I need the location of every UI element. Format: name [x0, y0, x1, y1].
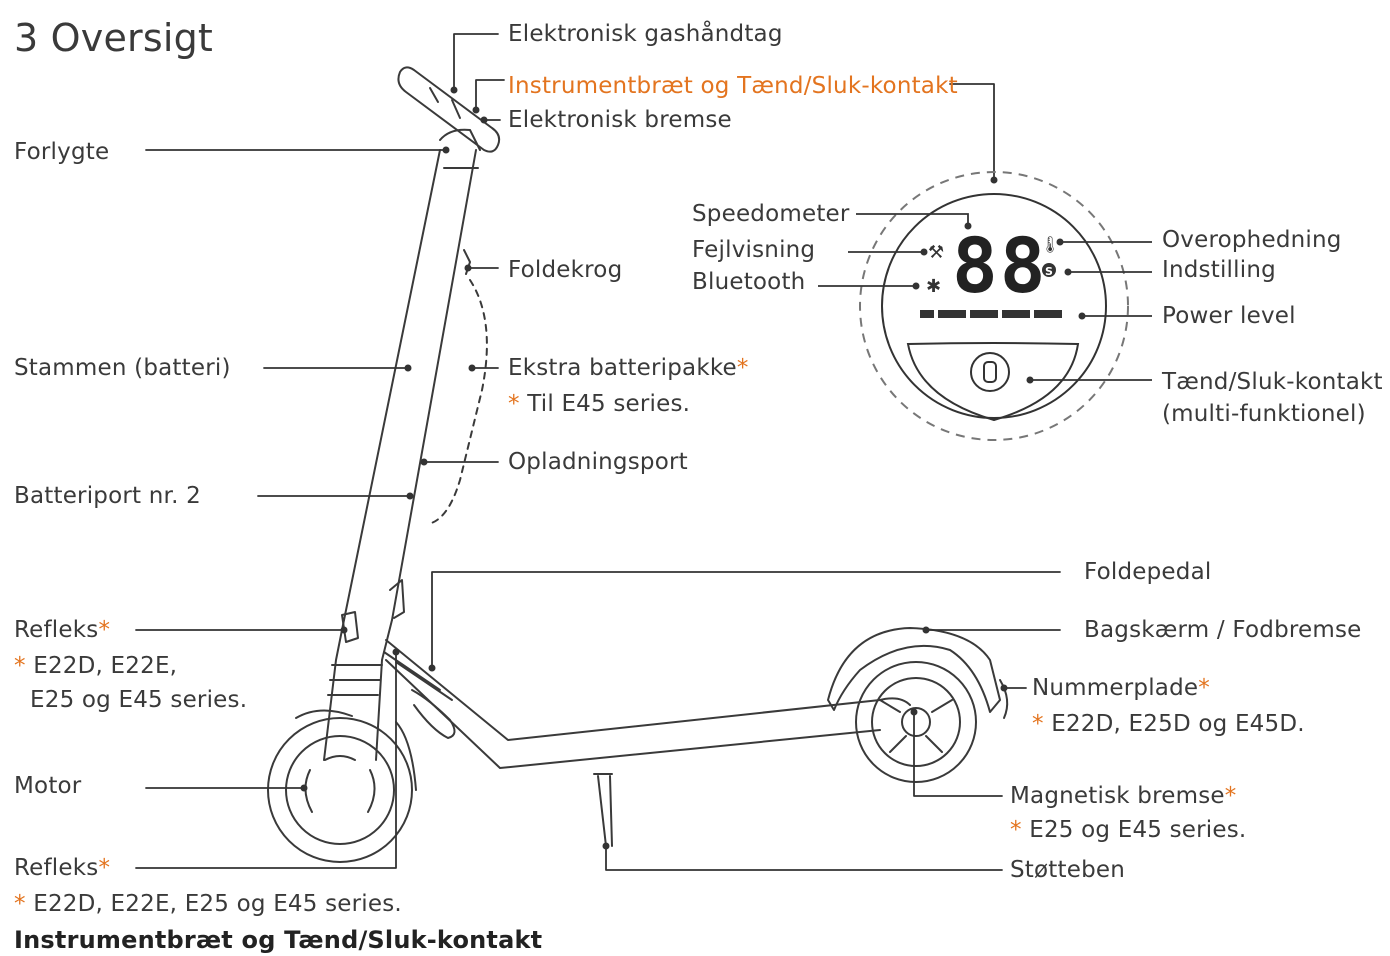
kickstand	[593, 773, 613, 847]
label-stem: Stammen (batteri)	[14, 355, 231, 381]
label-overheat: Overophedning	[1162, 227, 1342, 253]
label-power-switch-sub: (multi-funktionel)	[1162, 401, 1366, 427]
label-dashboard-power: Instrumentbræt og Tænd/Sluk-kontakt	[508, 73, 958, 99]
label-gas: Elektronisk gashåndtag	[508, 21, 783, 47]
label-fender: Bagskærm / Fodbremse	[1084, 617, 1362, 643]
label-reflex2: Refleks*	[14, 855, 111, 881]
label-reflex1-note2: E25 og E45 series.	[30, 687, 248, 713]
label-power-switch: Tænd/Sluk-kontakt	[1162, 369, 1383, 395]
speed-digits: 88	[952, 221, 1048, 310]
label-extra-battery: Ekstra batteripakke*	[508, 355, 749, 381]
label-mag-brake-note: * E25 og E45 series.	[1010, 817, 1247, 843]
label-kickstand: Støtteben	[1010, 857, 1126, 883]
rear-fender	[827, 627, 1001, 713]
label-fold-pedal: Foldepedal	[1084, 559, 1212, 585]
stem-tube	[343, 149, 477, 621]
svg-text:✱: ✱	[926, 276, 941, 297]
label-reflex1: Refleks*	[14, 617, 111, 643]
label-plate-note: * E22D, E25D og E45D.	[1032, 711, 1305, 737]
extra-battery-outline	[427, 279, 488, 525]
label-headlight: Forlygte	[14, 139, 110, 165]
label-battery-port: Batteriport nr. 2	[14, 483, 201, 509]
front-fork	[323, 619, 393, 761]
label-mag-brake: Magnetisk bremse*	[1010, 783, 1237, 809]
label-reflex2-note: * E22D, E22E, E25 og E45 series.	[14, 891, 402, 917]
label-ebrake: Elektronisk bremse	[508, 107, 732, 133]
label-reflex1-note: * E22D, E22E,	[14, 653, 178, 679]
label-fault: Fejlvisning	[692, 237, 816, 263]
dashboard-detail: ⚒ ✱ 🌡 S	[818, 171, 1152, 441]
label-speedometer: Speedometer	[692, 201, 850, 227]
label-extra-battery-note: * Til E45 series.	[508, 391, 691, 417]
handlebar	[397, 66, 501, 153]
label-bluetooth: Bluetooth	[692, 269, 806, 295]
section-heading: Instrumentbræt og Tænd/Sluk-kontakt	[14, 926, 543, 954]
svg-text:🌡: 🌡	[1040, 235, 1060, 254]
label-setting: Indstilling	[1162, 257, 1276, 283]
svg-text:S: S	[1045, 265, 1053, 278]
label-plate: Nummerplade*	[1032, 675, 1210, 701]
front-wheel	[267, 717, 413, 863]
label-power-level: Power level	[1162, 303, 1296, 329]
svg-text:⚒: ⚒	[928, 242, 944, 263]
label-fold-hook: Foldekrog	[508, 257, 623, 283]
page-title: 3 Oversigt	[14, 16, 214, 60]
rear-wheel	[855, 661, 977, 783]
label-charge-port: Opladningsport	[508, 449, 688, 475]
label-motor: Motor	[14, 773, 82, 799]
